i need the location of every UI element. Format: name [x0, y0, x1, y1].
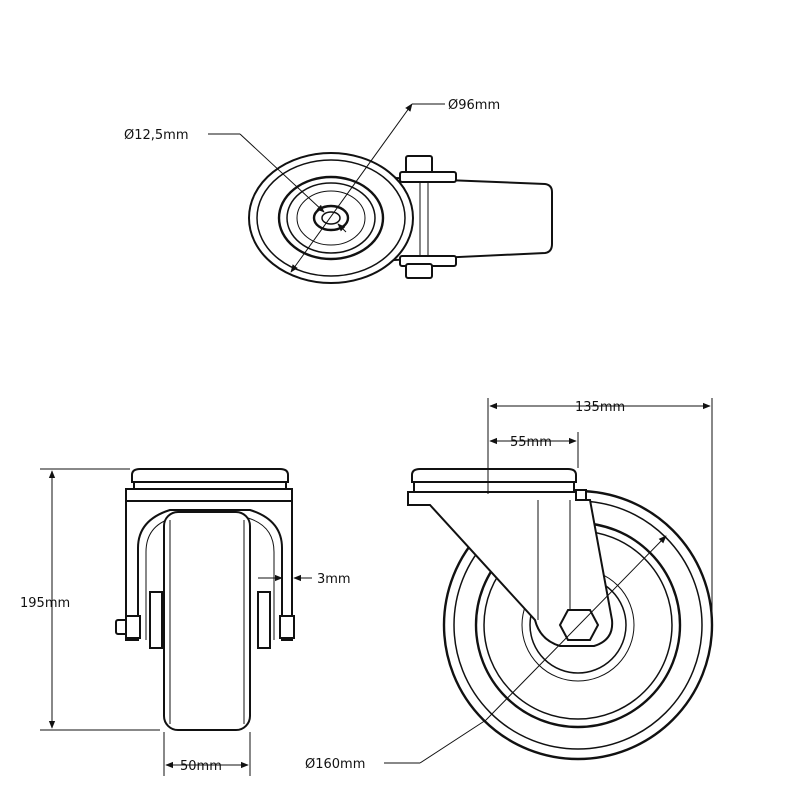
front-view-wheel: [163, 511, 251, 731]
front-view-top-plate: [131, 468, 289, 483]
top-view-wheel-outer: [248, 152, 414, 284]
side-view-bracket: [407, 491, 614, 647]
front-view-fork: [125, 500, 293, 641]
top-view-nut-lower: [405, 263, 433, 279]
width-label-50: 50mm: [180, 759, 222, 774]
diameter-label-12-5: Ø12,5mm: [124, 128, 189, 143]
diameter-label-96: Ø96mm: [448, 98, 500, 113]
front-view: [40, 468, 312, 776]
length-label-135: 135mm: [575, 400, 625, 415]
thickness-label-3: 3mm: [317, 572, 351, 587]
top-view-bracket: [394, 176, 553, 262]
side-view: [384, 398, 714, 764]
offset-label-55: 55mm: [510, 435, 552, 450]
height-label-195: 195mm: [20, 596, 70, 611]
top-view: [208, 103, 553, 284]
diameter-label-160: Ø160mm: [305, 757, 365, 772]
